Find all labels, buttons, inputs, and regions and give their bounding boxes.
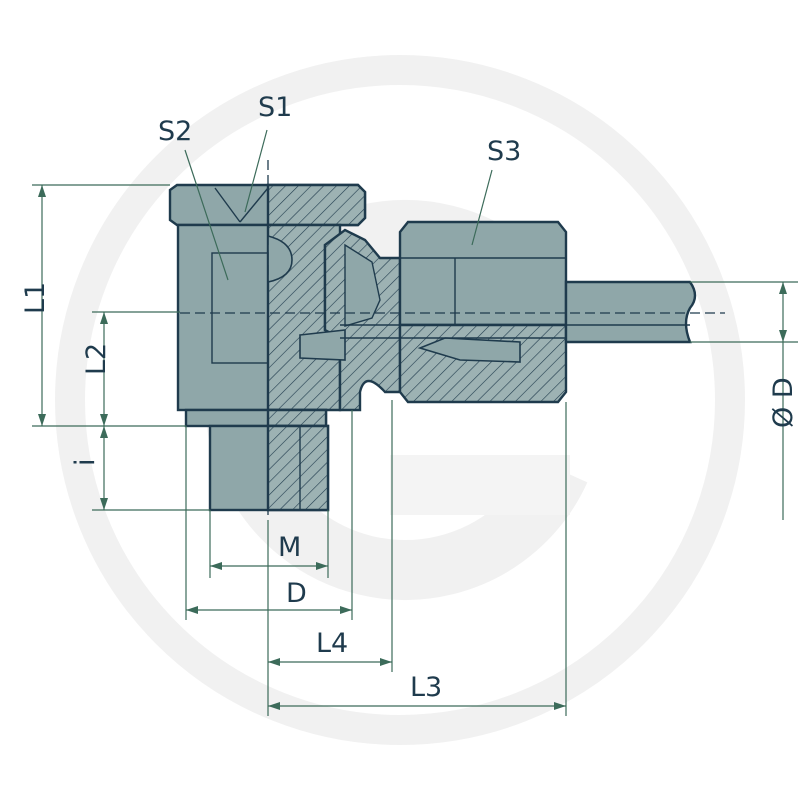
nut-s3-section bbox=[398, 323, 568, 404]
label-l2: L2 bbox=[81, 343, 112, 375]
thread-stud-section bbox=[266, 424, 330, 512]
label-d: D bbox=[286, 578, 307, 609]
label-s1: S1 bbox=[258, 92, 292, 123]
body-lower-section bbox=[266, 408, 328, 428]
label-od: Ø D bbox=[768, 377, 799, 428]
label-i: i bbox=[70, 458, 101, 466]
tube bbox=[564, 280, 697, 344]
label-l3: L3 bbox=[410, 672, 442, 703]
leader-s1 bbox=[244, 129, 268, 213]
label-l1: L1 bbox=[20, 282, 51, 314]
nut-s3 bbox=[398, 220, 568, 327]
label-s2: S2 bbox=[158, 116, 192, 147]
hex-edge-line bbox=[239, 187, 269, 223]
label-m: M bbox=[278, 532, 301, 563]
label-s3: S3 bbox=[487, 136, 521, 167]
dimension-arrows bbox=[38, 185, 787, 710]
watermark-logo bbox=[55, 55, 745, 745]
port-square bbox=[211, 252, 269, 364]
ferrule bbox=[417, 337, 521, 363]
body-bore bbox=[267, 234, 293, 283]
hex-edge-line bbox=[214, 187, 241, 223]
inner-passage bbox=[299, 329, 346, 361]
body-block-s2 bbox=[176, 223, 275, 412]
leader-s2 bbox=[184, 149, 229, 281]
leader-s3 bbox=[471, 169, 493, 246]
hex-top-section bbox=[266, 183, 367, 227]
label-l4: L4 bbox=[316, 628, 348, 659]
